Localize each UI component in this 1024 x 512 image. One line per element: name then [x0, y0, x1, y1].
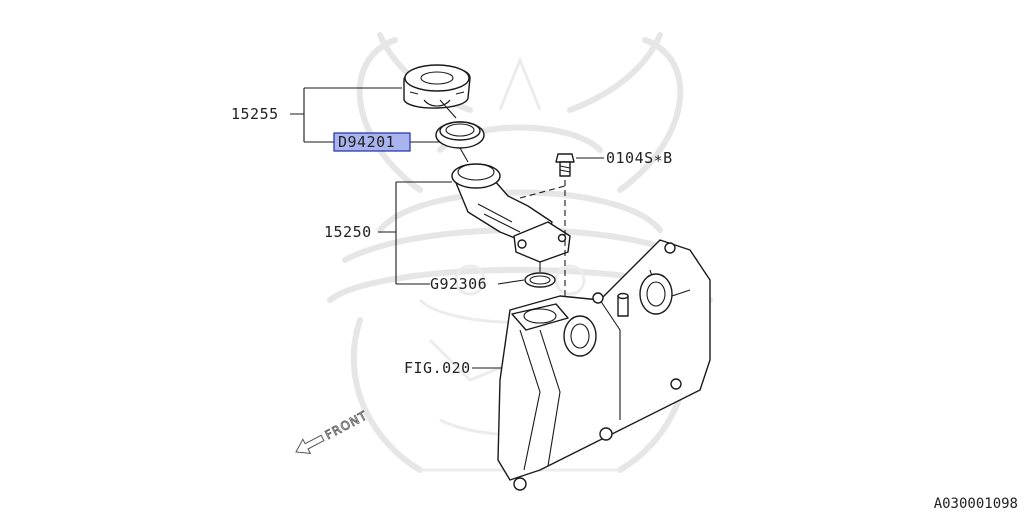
- gasket-align-line: [459, 147, 469, 163]
- label-bolt[interactable]: 0104S∗B: [606, 149, 673, 167]
- front-arrow: FRONT: [295, 408, 370, 455]
- bolt: [555, 153, 575, 177]
- oil-filler-pipe: [451, 163, 571, 263]
- oil-filler-cap: [403, 64, 471, 109]
- highlight-box[interactable]: [333, 132, 411, 152]
- label-fig020[interactable]: FIG.020: [404, 359, 471, 377]
- leader-15255: [290, 87, 440, 143]
- diagram-id: A030001098: [934, 496, 1018, 512]
- label-g92306[interactable]: G92306: [430, 275, 487, 293]
- label-15250[interactable]: 15250: [324, 223, 372, 241]
- rocker-cover: [497, 239, 711, 491]
- cap-gasket: [435, 121, 485, 149]
- o-ring: [524, 272, 556, 288]
- cap-align-line: [439, 99, 457, 119]
- front-arrow-label: FRONT: [323, 408, 370, 442]
- leader-15250: [378, 181, 525, 285]
- pipe-dash-line: [519, 185, 566, 199]
- label-d94201[interactable]: D94201: [338, 133, 395, 151]
- label-15255[interactable]: 15255: [231, 105, 279, 123]
